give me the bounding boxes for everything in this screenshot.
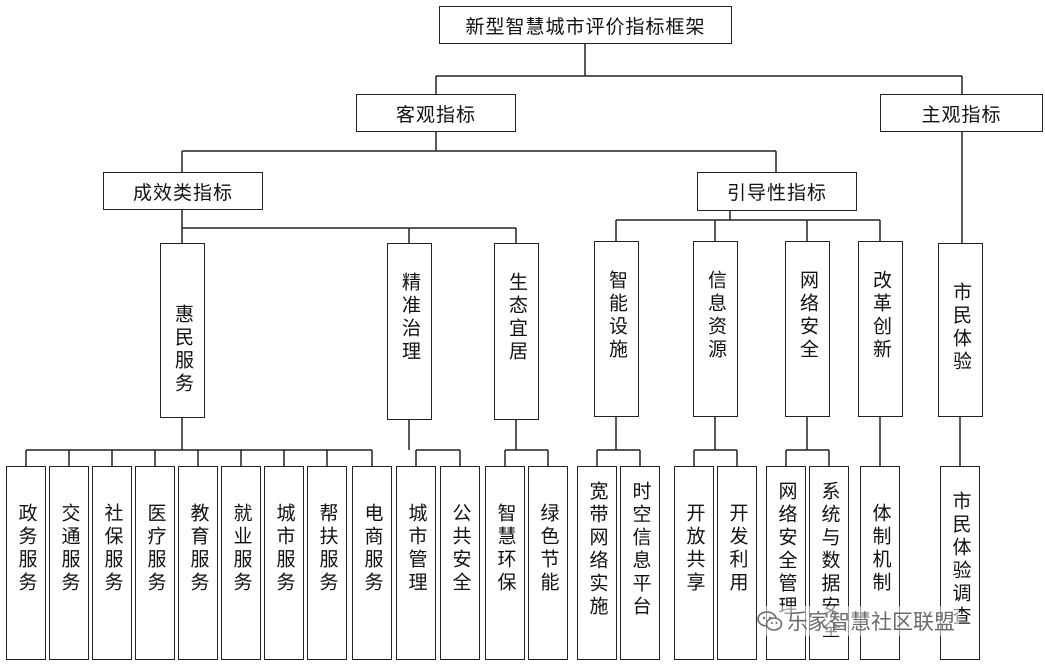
reform-innovation-node: 改革创新 bbox=[858, 241, 903, 417]
leaf-label: 帮扶服务 bbox=[316, 503, 339, 595]
leaf-label: 开发利用 bbox=[726, 503, 749, 595]
root-node: 新型智慧城市评价指标框架 bbox=[439, 6, 732, 44]
precise-governance-label: 精准治理 bbox=[399, 272, 421, 364]
leaf-public-safety: 公共安全 bbox=[440, 466, 480, 660]
leaf-social-security-service: 社保服务 bbox=[92, 466, 132, 660]
leaf-smart-environment: 智慧环保 bbox=[485, 466, 525, 660]
network-security-label: 网络安全 bbox=[797, 270, 819, 362]
guide-indicators-node: 引导性指标 bbox=[697, 172, 857, 211]
leaf-broadband-network: 宽带网络实施 bbox=[577, 466, 617, 660]
leaf-education-service: 教育服务 bbox=[178, 466, 218, 660]
leaf-label: 就业服务 bbox=[230, 503, 253, 595]
smart-facilities-node: 智能设施 bbox=[594, 241, 639, 417]
info-resources-node: 信息资源 bbox=[693, 241, 738, 417]
leaf-medical-service: 医疗服务 bbox=[135, 466, 175, 660]
citizen-experience-node: 市民体验 bbox=[938, 243, 983, 417]
leaf-employment-service: 就业服务 bbox=[221, 466, 261, 660]
huimin-service-node: 惠民服务 bbox=[160, 243, 205, 418]
network-security-node: 网络安全 bbox=[785, 241, 830, 417]
leaf-label: 公共安全 bbox=[449, 503, 472, 595]
effect-indicators-node: 成效类指标 bbox=[103, 172, 263, 210]
leaf-spatiotemporal-platform: 时空信息平台 bbox=[620, 466, 660, 660]
objective-indicators-node: 客观指标 bbox=[356, 94, 516, 132]
leaf-label: 城市管理 bbox=[405, 503, 428, 595]
leaf-traffic-service: 交通服务 bbox=[49, 466, 89, 660]
leaf-label: 绿色节能 bbox=[537, 503, 560, 595]
leaf-green-energy: 绿色节能 bbox=[528, 466, 568, 660]
precise-governance-node: 精准治理 bbox=[387, 243, 432, 420]
leaf-label: 宽带网络实施 bbox=[586, 481, 609, 619]
smart-facilities-label: 智能设施 bbox=[606, 270, 628, 362]
watermark-text: 乐家智慧社区联盟 bbox=[787, 610, 955, 634]
leaf-label: 市民体验调查 bbox=[949, 491, 972, 629]
leaf-label: 开放共享 bbox=[683, 503, 706, 595]
leaf-label: 教育服务 bbox=[187, 503, 210, 595]
leaf-ecommerce-service: 电商服务 bbox=[352, 466, 392, 660]
leaf-label: 城市服务 bbox=[273, 503, 296, 595]
info-resources-label: 信息资源 bbox=[705, 270, 727, 362]
leaf-assistance-service: 帮扶服务 bbox=[307, 466, 347, 660]
leaf-label: 体制机制 bbox=[869, 503, 892, 595]
leaf-government-service: 政务服务 bbox=[6, 466, 46, 660]
leaf-open-sharing: 开放共享 bbox=[674, 466, 714, 660]
huimin-service-label: 惠民服务 bbox=[172, 304, 194, 396]
leaf-label: 网络安全管理 bbox=[775, 481, 798, 619]
reform-innovation-label: 改革创新 bbox=[870, 270, 892, 362]
eco-livable-label: 生态宜居 bbox=[506, 272, 528, 364]
leaf-development-use: 开发利用 bbox=[717, 466, 757, 660]
eco-livable-node: 生态宜居 bbox=[494, 243, 539, 420]
leaf-label: 政务服务 bbox=[15, 503, 38, 595]
leaf-city-service: 城市服务 bbox=[264, 466, 304, 660]
leaf-label: 社保服务 bbox=[101, 503, 124, 595]
citizen-experience-label: 市民体验 bbox=[950, 282, 972, 374]
leaf-label: 医疗服务 bbox=[144, 503, 167, 595]
wechat-icon bbox=[757, 611, 783, 631]
leaf-label: 智慧环保 bbox=[494, 503, 517, 595]
leaf-label: 系统与数据安全 bbox=[818, 481, 841, 642]
leaf-city-management: 城市管理 bbox=[396, 466, 436, 660]
leaf-label: 时空信息平台 bbox=[629, 481, 652, 619]
watermark: 乐家智慧社区联盟 bbox=[757, 606, 959, 636]
leaf-label: 电商服务 bbox=[361, 503, 384, 595]
leaf-label: 交通服务 bbox=[58, 503, 81, 595]
subjective-indicators-node: 主观指标 bbox=[880, 94, 1043, 132]
